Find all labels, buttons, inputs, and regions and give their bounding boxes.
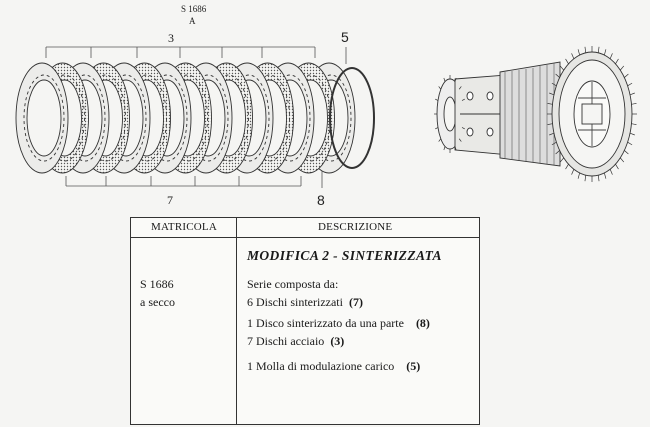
gear-tooth: [555, 73, 560, 78]
disc-bore: [26, 79, 62, 157]
gear-teeth: [434, 46, 637, 182]
gear-tooth: [620, 65, 625, 71]
series-intro: Serie composta da:: [247, 277, 339, 291]
disc-stack: [15, 62, 375, 174]
item-spring: 1 Molla di modulazione carico (5): [247, 358, 420, 374]
gear-tooth: [547, 123, 553, 125]
gear-tooth: [549, 132, 555, 136]
gear-tooth: [629, 132, 635, 136]
gear-tooth: [559, 65, 564, 71]
gear-tooth: [597, 46, 600, 53]
table-column-divider: [236, 218, 237, 424]
gear-tooth: [604, 49, 607, 56]
gear-tooth: [443, 77, 446, 82]
item-ref: (7): [348, 295, 363, 309]
item-text: 7 Dischi acciaio: [247, 334, 325, 348]
gear-tooth: [604, 172, 607, 179]
item-text: 1 Disco sinterizzato da una parte: [247, 316, 404, 330]
gear-tooth: [565, 58, 569, 65]
gear-tooth: [435, 127, 439, 130]
gear-tooth: [631, 123, 637, 125]
gear-tooth: [615, 163, 619, 170]
gear-tooth: [565, 163, 569, 170]
gear-tooth: [551, 82, 557, 87]
callout-sintered-discs: 7: [167, 193, 173, 207]
gear-tooth: [615, 58, 619, 65]
gear-tooth: [629, 92, 635, 96]
gear-tooth: [620, 157, 625, 163]
hub-assembly: [436, 51, 633, 177]
parts-table: MATRICOLA DESCRIZIONE S 1686 a secco MOD…: [130, 217, 480, 425]
gear-tooth: [631, 103, 637, 105]
gear-tooth: [624, 73, 629, 78]
gear-tooth: [577, 172, 580, 179]
gear-tooth: [461, 127, 465, 130]
gear-tooth: [461, 98, 465, 101]
item-text: 1 Molla di modulazione carico: [247, 359, 395, 373]
header-descrizione: DESCRIZIONE: [318, 221, 393, 233]
gear-tooth: [627, 82, 633, 87]
gear-tooth: [584, 175, 587, 182]
gear-tooth: [435, 98, 439, 101]
gear-tooth: [571, 169, 575, 175]
gear-tooth: [549, 92, 555, 96]
item-sintered-discs: 6 Dischi sinterizzati (7): [247, 294, 363, 310]
gear-tooth: [458, 86, 462, 90]
gear-tooth: [547, 103, 553, 105]
modification-title: MODIFICA 2 - SINTERIZZATA: [247, 248, 442, 263]
gear-tooth: [438, 86, 442, 90]
callout-spring: 5: [341, 29, 349, 45]
bracket-steel-discs: [45, 46, 347, 64]
gear-tooth: [454, 77, 457, 82]
gear-tooth: [597, 175, 600, 182]
gear-tooth: [458, 138, 462, 142]
callout-one-side-disc: 8: [317, 192, 325, 208]
gear-tooth: [577, 49, 580, 56]
item-ref: (3): [330, 334, 345, 348]
gear-tooth: [627, 141, 633, 146]
drawing-code-label: S 1686: [181, 4, 207, 14]
gear-tooth: [438, 138, 442, 142]
matricola-type: a secco: [140, 295, 175, 309]
modulation-spring: [329, 67, 375, 169]
gear-tooth: [551, 141, 557, 146]
gear-tooth: [584, 46, 587, 53]
drawing-letter-label: A: [189, 16, 196, 26]
callout-steel-discs: 3: [168, 31, 174, 45]
gear-tooth: [555, 150, 560, 155]
bracket-sintered-discs: [65, 170, 323, 188]
item-ref: (5): [406, 359, 421, 373]
clutch-pack-drawing: [15, 46, 637, 188]
table-header-divider: [131, 237, 479, 238]
gear-tooth: [454, 146, 457, 151]
gear-tooth: [571, 53, 575, 59]
gear-tooth: [624, 150, 629, 155]
gear-tooth: [609, 169, 613, 175]
item-one-side-disc: 1 Disco sinterizzato da una parte (8): [247, 315, 430, 331]
item-text: 6 Dischi sinterizzati: [247, 295, 343, 309]
item-steel-discs: 7 Dischi acciaio (3): [247, 333, 344, 349]
header-matricola: MATRICOLA: [151, 221, 217, 233]
item-ref: (8): [415, 316, 430, 330]
gear-tooth: [559, 157, 564, 163]
matricola-code: S 1686: [140, 277, 174, 291]
disc-teeth: [23, 74, 65, 162]
gear-tooth: [443, 146, 446, 151]
gear-tooth: [609, 53, 613, 59]
